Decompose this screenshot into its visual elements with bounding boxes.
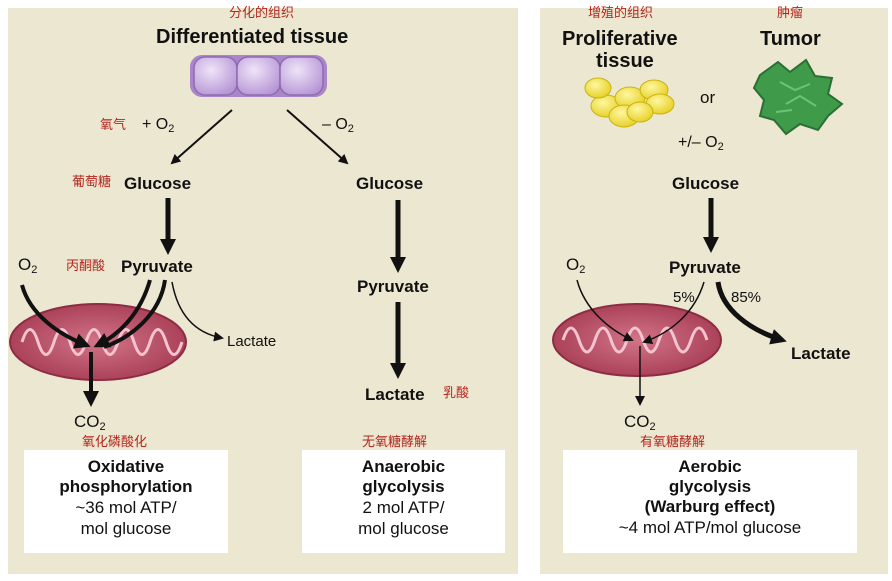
arrow-pyruvate-lactate	[171, 281, 224, 342]
oxphos-box-line2: phosphorylation	[59, 477, 193, 496]
glucose-aerobic-label: Glucose	[672, 174, 740, 193]
arrow-o2-into-mito-right	[576, 279, 634, 342]
tumor-cn: 肿瘤	[777, 6, 804, 21]
glucose-label: Glucose	[124, 174, 192, 193]
mitochondrion-icon	[9, 303, 187, 381]
o2-right-label: O2	[566, 255, 586, 276]
pct-85-label: 85%	[731, 289, 762, 306]
oxphos-box: Oxidative phosphorylation ~36 mol ATP/ m…	[24, 450, 228, 553]
tumor-title: Tumor	[760, 28, 821, 50]
anaerobic-box-line1: Anaerobic	[361, 457, 446, 476]
co2-right-label: CO2	[624, 412, 656, 433]
arrow-pyruvate-into-mito-right	[642, 281, 705, 345]
differentiated-tissue-title: Differentiated tissue	[156, 26, 349, 48]
pyruvate-cn: 丙酮酸	[66, 259, 106, 274]
oxphos-box-line4: mol glucose	[80, 519, 172, 538]
arrow-pyruvate-into-mito-2	[103, 279, 167, 349]
anaerobic-box-line4: mol glucose	[358, 519, 449, 538]
proliferative-tissue-cn: 增殖的组织	[588, 6, 654, 21]
lactate-cn: 乳酸	[443, 386, 470, 401]
lactate-anaerobic-label: Lactate	[365, 385, 425, 404]
anaerobic-box-line2: glycolysis	[362, 477, 445, 496]
arrow-pyruvate-lactate-right	[715, 281, 787, 345]
o2-label: O2	[18, 255, 38, 276]
differentiated-cells-icon	[190, 55, 327, 97]
co2-label: CO2	[74, 412, 106, 433]
aerobic-box: Aerobic glycolysis (Warburg effect) ~4 m…	[563, 450, 857, 553]
proliferative-title-line2: tissue	[596, 50, 654, 72]
arrow-pyruvate-into-mito	[93, 279, 152, 348]
pyruvate-aerobic-label: Pyruvate	[669, 258, 741, 277]
arrow-to-glucose-anaerobic	[286, 109, 349, 165]
anaerobic-box: Anaerobic glycolysis 2 mol ATP/ mol gluc…	[302, 450, 505, 553]
oxphos-cn: 氧化磷酸化	[82, 435, 148, 450]
pct-5-label: 5%	[673, 289, 695, 306]
anaerobic-box-line3: 2 mol ATP/	[362, 498, 445, 517]
lactate-small-label: Lactate	[227, 333, 277, 350]
anaerobic-cn: 无氧糖酵解	[362, 435, 428, 450]
minus-o2-label: – O2	[322, 116, 354, 135]
proliferative-title-line1: Proliferative	[562, 28, 678, 50]
glucose-cn: 葡萄糖	[72, 175, 112, 190]
oxphos-box-line1: Oxidative	[87, 457, 165, 476]
differentiated-tissue-cn: 分化的组织	[229, 6, 295, 21]
oxygen-cn: 氧气	[100, 118, 127, 133]
pyruvate-anaerobic-label: Pyruvate	[357, 277, 429, 296]
proliferative-cells-icon	[584, 77, 675, 128]
or-label: or	[700, 88, 716, 107]
plus-minus-o2-label: +/– O2	[678, 134, 724, 153]
lactate-aerobic-label: Lactate	[791, 344, 851, 363]
tumor-icon	[752, 58, 844, 136]
arrow-o2-into-mito	[20, 284, 91, 349]
aerobic-box-line4: ~4 mol ATP/mol glucose	[618, 518, 802, 537]
mitochondrion-right-icon	[552, 303, 722, 377]
aerobic-box-line2: glycolysis	[668, 477, 752, 496]
plus-o2-label: + O2	[142, 116, 175, 135]
aerobic-cn: 有氧糖酵解	[640, 435, 706, 450]
glucose-anaerobic-label: Glucose	[356, 174, 424, 193]
arrow-to-glucose-aerobic	[170, 109, 233, 165]
pyruvate-label: Pyruvate	[121, 257, 193, 276]
aerobic-box-line3: (Warburg effect)	[644, 497, 776, 516]
oxphos-box-line3: ~36 mol ATP/	[75, 498, 177, 517]
aerobic-box-line1: Aerobic	[678, 457, 742, 476]
